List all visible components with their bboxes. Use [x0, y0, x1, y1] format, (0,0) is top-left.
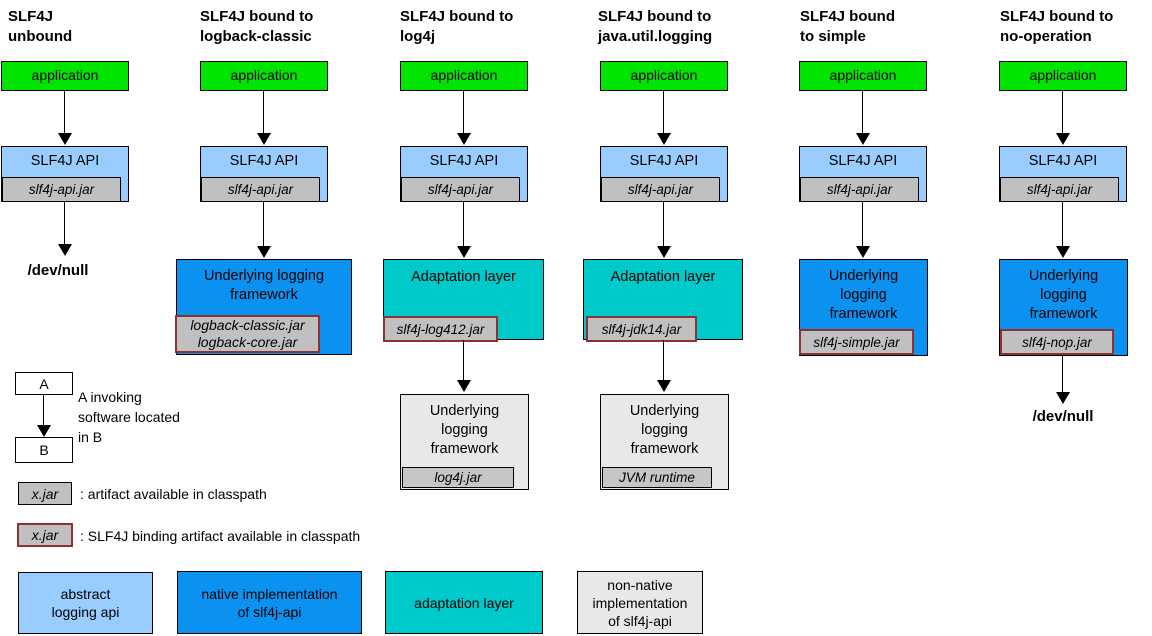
framework-jar-badge: log4j.jar	[402, 467, 514, 488]
slf4j-api-box: SLF4J API slf4j-api.jar	[600, 146, 728, 202]
column-title-logback: SLF4J bound to logback-classic	[200, 8, 314, 45]
arrow-line	[862, 91, 863, 133]
legend-binding-jar-badge: x.jar	[17, 523, 73, 547]
slf4j-api-box: SLF4J API slf4j-api.jar	[200, 146, 328, 202]
slf4j-api-box: SLF4J API slf4j-api.jar	[999, 146, 1127, 202]
arrow-line	[663, 91, 664, 133]
api-jar-badge: slf4j-api.jar	[2, 177, 121, 202]
arrow-line	[64, 202, 65, 244]
legend-binding-caption: : SLF4J binding artifact available in cl…	[80, 528, 361, 544]
arrow-line	[862, 202, 863, 246]
arrow-head-icon	[657, 380, 671, 392]
legend-artifact-jar-badge: x.jar	[18, 482, 72, 505]
api-jar-badge: slf4j-api.jar	[201, 177, 320, 202]
application-box: application	[999, 61, 1127, 91]
arrow-head-icon	[856, 133, 870, 145]
application-box: application	[200, 61, 328, 91]
slf4j-api-box: SLF4J API slf4j-api.jar	[1, 146, 129, 202]
binding-jar-badge: slf4j-log412.jar	[383, 316, 498, 342]
slf4j-api-box: SLF4J API slf4j-api.jar	[799, 146, 927, 202]
arrow-line	[263, 202, 264, 246]
underlying-framework-box: Underlying logging framework JVM runtime	[600, 394, 729, 490]
arrow-line	[463, 91, 464, 133]
arrow-head-icon	[257, 133, 271, 145]
legend-invoker-box: A	[15, 372, 73, 395]
arrow-head-icon	[856, 246, 870, 258]
underlying-framework-box: Underlying logging framework slf4j-nop.j…	[999, 259, 1128, 356]
slf4j-api-box: SLF4J API slf4j-api.jar	[400, 146, 528, 202]
legend-adaptation-layer-box: adaptation layer	[385, 571, 543, 634]
api-jar-badge: slf4j-api.jar	[401, 177, 520, 202]
arrow-head-icon	[1056, 392, 1070, 404]
legend-non-native-impl-box: non-native implementation of slf4j-api	[577, 571, 703, 634]
arrow-line	[64, 91, 65, 133]
api-jar-badge: slf4j-api.jar	[1000, 177, 1119, 202]
arrow-head-icon	[457, 380, 471, 392]
arrow-head-icon	[58, 244, 72, 256]
underlying-framework-box: Underlying logging framework slf4j-simpl…	[799, 259, 928, 356]
arrow-line	[1062, 91, 1063, 133]
application-box: application	[799, 61, 927, 91]
binding-jar-badge: slf4j-simple.jar	[799, 329, 914, 355]
column-title-nop: SLF4J bound to no-operation	[1000, 8, 1114, 45]
arrow-line	[43, 395, 44, 425]
devnull-label: /dev/null	[27, 262, 89, 279]
arrow-head-icon	[37, 425, 51, 437]
api-jar-badge: slf4j-api.jar	[800, 177, 919, 202]
column-title-log4j: SLF4J bound to log4j	[400, 8, 514, 45]
binding-jar-badge: slf4j-nop.jar	[1000, 329, 1114, 355]
legend-native-impl-box: native implementation of slf4j-api	[177, 571, 362, 634]
framework-jar-badge: JVM runtime	[602, 467, 712, 488]
arrow-head-icon	[1056, 246, 1070, 258]
underlying-framework-box: Underlying logging framework logback-cla…	[175, 259, 352, 355]
api-jar-badge: slf4j-api.jar	[601, 177, 720, 202]
adaptation-layer-box: Adaptation layer slf4j-jdk14.jar	[583, 259, 743, 342]
column-title-unbound: SLF4J unbound	[8, 8, 73, 45]
arrow-head-icon	[1056, 133, 1070, 145]
arrow-line	[663, 202, 664, 246]
column-title-simple: SLF4J bound to simple	[800, 8, 895, 45]
binding-jar-badge: slf4j-jdk14.jar	[586, 316, 697, 342]
arrow-head-icon	[657, 246, 671, 258]
arrow-head-icon	[457, 246, 471, 258]
arrow-line	[663, 340, 664, 380]
arrow-line	[463, 340, 464, 380]
arrow-head-icon	[657, 133, 671, 145]
arrow-head-icon	[457, 133, 471, 145]
arrow-line	[463, 202, 464, 246]
binding-jar-badge: logback-classic.jar logback-core.jar	[175, 315, 320, 353]
arrow-line	[1062, 202, 1063, 246]
legend-invoking-caption: A invoking software located in B	[78, 389, 180, 445]
arrow-line	[1062, 356, 1063, 392]
legend-invokee-box: B	[15, 437, 73, 463]
arrow-head-icon	[257, 246, 271, 258]
application-box: application	[400, 61, 528, 91]
column-title-jul: SLF4J bound to java.util.logging	[598, 8, 713, 45]
arrow-line	[263, 91, 264, 133]
adaptation-layer-box: Adaptation layer slf4j-log412.jar	[383, 259, 544, 342]
application-box: application	[600, 61, 728, 91]
legend-artifact-caption: : artifact available in classpath	[80, 486, 267, 502]
legend-abstract-api-box: abstract logging api	[18, 572, 153, 634]
underlying-framework-box: Underlying logging framework log4j.jar	[400, 394, 529, 490]
application-box: application	[1, 61, 129, 91]
devnull-label: /dev/null	[1032, 408, 1094, 425]
arrow-head-icon	[58, 133, 72, 145]
